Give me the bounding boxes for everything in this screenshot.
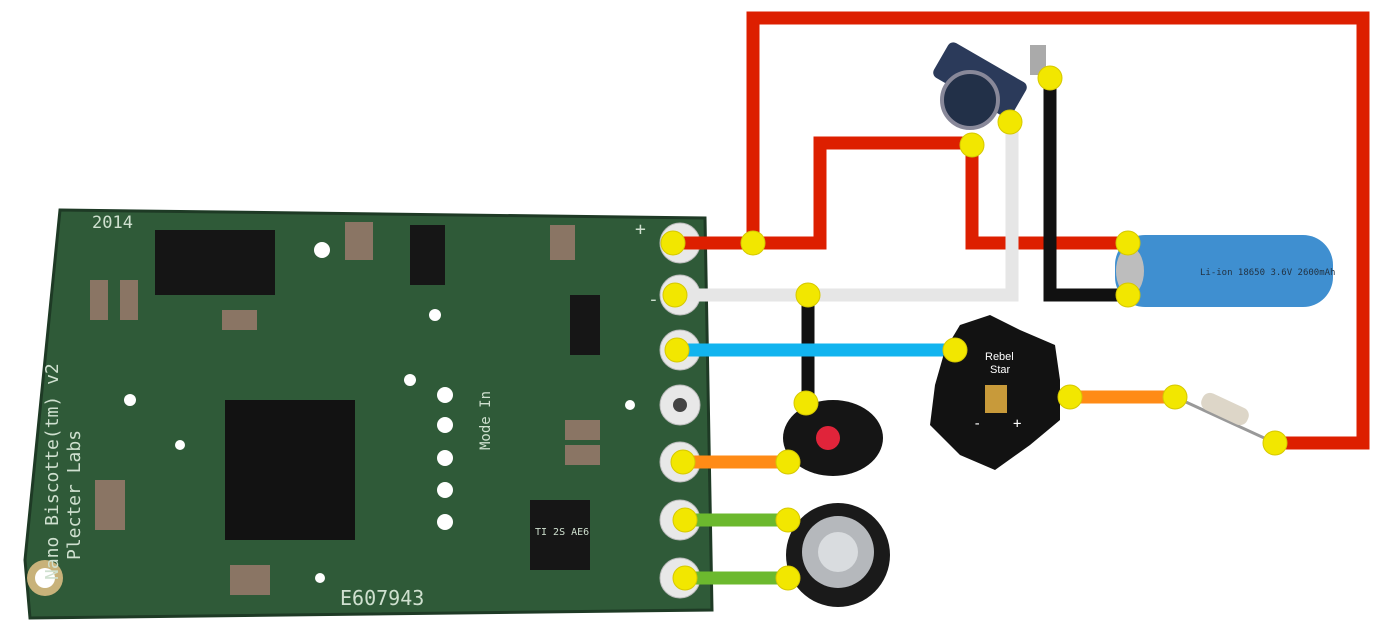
battery: Li-ion 18650 3.6V 2600mAh xyxy=(1115,235,1335,307)
board-serial: E607943 xyxy=(340,586,424,610)
led-label-2: Star xyxy=(990,364,1011,376)
joint xyxy=(740,230,766,256)
board-name: Nano Biscotte(tm) v2 xyxy=(42,363,63,580)
board-maker: Plecter Labs xyxy=(64,430,85,560)
mode-label: Mode In xyxy=(478,391,494,450)
wire-black-battery xyxy=(1043,78,1128,302)
joint xyxy=(1057,384,1083,410)
joint xyxy=(672,507,698,533)
joint xyxy=(942,337,968,363)
joint xyxy=(795,282,821,308)
solder-joints xyxy=(660,65,1288,591)
wire-white xyxy=(672,122,1019,302)
wire-red-outer xyxy=(746,11,1370,450)
joint xyxy=(662,282,688,308)
joint xyxy=(1115,230,1141,256)
microcontroller-chip xyxy=(225,400,355,540)
amp-chip-text: TI 2S AE6 xyxy=(535,527,589,538)
amp-chip xyxy=(530,500,590,570)
joint xyxy=(775,565,801,591)
joint xyxy=(775,507,801,533)
joint xyxy=(1037,65,1063,91)
joint xyxy=(775,449,801,475)
joint xyxy=(1162,384,1188,410)
joint xyxy=(1262,430,1288,456)
pcb-board: 2014 Nano Biscotte(tm) v2 Plecter Labs E… xyxy=(23,208,714,620)
dc-jack xyxy=(933,42,1046,130)
joint xyxy=(664,337,690,363)
chip-top xyxy=(155,230,275,295)
joint xyxy=(959,132,985,158)
joint xyxy=(672,565,698,591)
led-label-1: Rebel xyxy=(985,351,1014,363)
joint xyxy=(997,109,1023,135)
led-star: Rebel Star - + xyxy=(930,315,1060,470)
board-year: 2014 xyxy=(92,213,133,233)
wire-red-inner xyxy=(670,136,1128,250)
speaker xyxy=(786,503,890,607)
joint xyxy=(1115,282,1141,308)
led-minus: - xyxy=(973,416,981,432)
resistor xyxy=(1174,392,1276,445)
battery-label: Li-ion 18650 3.6V 2600mAh xyxy=(1200,268,1335,278)
minus-label: - xyxy=(648,289,659,310)
joint xyxy=(670,449,696,475)
push-button xyxy=(783,400,883,476)
joint xyxy=(793,390,819,416)
plus-label: + xyxy=(635,219,646,240)
joint xyxy=(660,230,686,256)
led-plus: + xyxy=(1013,416,1021,432)
